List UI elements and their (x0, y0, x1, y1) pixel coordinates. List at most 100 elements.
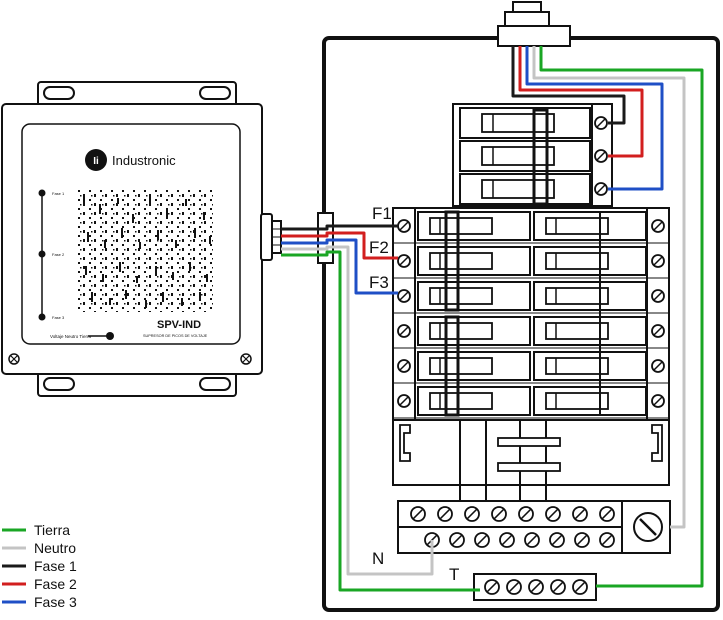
screw-icon (8, 353, 20, 365)
feed-label-f2: F2 (369, 238, 389, 257)
branch-breaker-row (393, 386, 669, 419)
earth-screw-icon (484, 579, 500, 595)
model-description: SUPRESOR DE PICOS DE VOLTAJE (143, 334, 208, 338)
neutral-screw-icon (599, 532, 615, 548)
terminal-screw-icon (651, 254, 665, 268)
earth-bar (473, 573, 597, 601)
branch-breaker-row (393, 281, 669, 314)
phase-3-wire-feed (525, 46, 664, 191)
electrical-panel (317, 1, 720, 612)
neutral-screw-icon (449, 532, 465, 548)
phase-2-wire-device (281, 231, 398, 260)
feed-label-f3: F3 (369, 273, 389, 292)
neutral-screw-icon (474, 532, 490, 548)
terminal-screw-icon (594, 182, 608, 196)
legend-label: Fase 1 (34, 558, 77, 574)
legend-item: Fase 1 (2, 558, 77, 574)
terminal-screw-icon (594, 116, 608, 130)
terminal-screw-icon (651, 394, 665, 408)
terminal-screw-icon (397, 394, 411, 408)
neutral-earth-label: Voltaje Neutro Tierra (50, 334, 92, 339)
phase-1-indicator (38, 189, 46, 197)
neutral-bar-label: N (372, 549, 384, 568)
phase-1-wire-feed (511, 46, 626, 125)
legend-label: Neutro (34, 540, 76, 556)
legend-label: Tierra (34, 522, 70, 538)
phase-2-wire-feed (518, 46, 644, 158)
feed-label-f1: F1 (372, 204, 392, 223)
branch-breaker-row (393, 351, 669, 384)
earth-wire-device (281, 250, 480, 592)
mounting-tab-top (37, 81, 237, 107)
neutral-wire-feed (532, 46, 686, 529)
legend-item: Neutro (2, 540, 76, 556)
neutral-main-screw-icon (633, 512, 663, 542)
surge-suppressor-device: Ii Industronic Fase 1 Fase 2 Fase 3 SPV-… (1, 81, 263, 397)
branch-breaker-row (393, 246, 669, 279)
branch-breaker-row (393, 211, 669, 244)
terminal-screw-icon (397, 289, 411, 303)
mounting-tab-bottom (37, 371, 237, 397)
phase-3-indicator (38, 313, 46, 321)
legend-label: Fase 2 (34, 576, 77, 592)
model-name: SPV-IND (157, 319, 201, 331)
neutral-screw-icon (518, 506, 534, 522)
neutral-screw-icon (499, 532, 515, 548)
neutral-earth-indicator (106, 332, 114, 340)
branch-breaker-row (393, 316, 669, 349)
neutral-screw-icon (549, 532, 565, 548)
neutral-wire-device (281, 245, 434, 576)
brand-name: Industronic (112, 153, 176, 168)
phase-3-wire-device (281, 238, 398, 295)
neutral-screw-icon (491, 506, 507, 522)
neutral-screw-icon (574, 532, 590, 548)
breaker-handle-tie (444, 210, 460, 312)
phase-1-wire-device (281, 224, 398, 231)
phase-2-label: Fase 2 (52, 252, 65, 257)
legend-item: Fase 2 (2, 576, 77, 592)
indicator-dot-matrix-strokes (83, 196, 211, 308)
terminal-screw-icon (651, 324, 665, 338)
earth-bar-label: T (449, 565, 459, 584)
legend-item: Fase 3 (2, 594, 77, 610)
neutral-screw-icon (524, 532, 540, 548)
panel-bus-bracket (392, 419, 670, 500)
phase-3-label: Fase 3 (52, 315, 65, 320)
terminal-screw-icon (651, 289, 665, 303)
neutral-screw-icon (599, 506, 615, 522)
terminal-screw-icon (594, 149, 608, 163)
terminal-screw-icon (651, 219, 665, 233)
neutral-screw-icon (410, 506, 426, 522)
wires (281, 46, 704, 592)
neutral-screw-icon (572, 506, 588, 522)
screw-icon (240, 353, 252, 365)
earth-screw-icon (550, 579, 566, 595)
phase-2-indicator (38, 250, 46, 258)
legend-item: Tierra (2, 522, 70, 538)
terminal-screw-icon (651, 359, 665, 373)
top-entry-gland (497, 1, 571, 47)
legend-label: Fase 3 (34, 594, 77, 610)
earth-screw-icon (506, 579, 522, 595)
indicator-dot-matrix (78, 190, 213, 312)
neutral-screw-icon (437, 506, 453, 522)
cable-gland (260, 213, 282, 261)
phase-1-label: Fase 1 (52, 191, 65, 196)
branch-breaker-rows (393, 210, 669, 419)
industronic-logo: Ii (85, 149, 107, 171)
earth-wire-feed (539, 46, 704, 588)
main-breaker (452, 103, 613, 207)
breaker-handle-tie (444, 315, 460, 417)
breaker-handle-tie (532, 108, 549, 206)
neutral-screw-icon (545, 506, 561, 522)
terminal-screw-icon (397, 219, 411, 233)
logo-mark: Ii (93, 156, 99, 167)
earth-screw-icon (528, 579, 544, 595)
terminal-screw-icon (397, 254, 411, 268)
neutral-bar (397, 500, 671, 554)
earth-screw-icon (572, 579, 588, 595)
terminal-screw-icon (397, 324, 411, 338)
